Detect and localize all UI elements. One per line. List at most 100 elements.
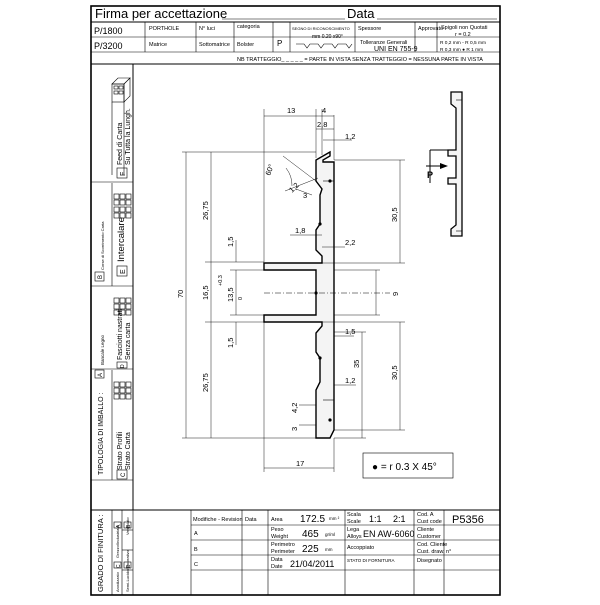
data-col-label: Data (245, 517, 258, 523)
dim-26-75-bot: 26,75 (201, 373, 210, 392)
tolleranze-norm: UNI EN 755-9 (374, 46, 418, 53)
dim-13-5: 13,5 (226, 287, 235, 302)
dim-16-5: 16,5 (201, 285, 210, 300)
cliente-label-1: Cliente (417, 527, 434, 533)
strato-letter-box (116, 469, 128, 480)
box-b-letter: B (98, 275, 104, 279)
feed-letter-box (116, 167, 128, 179)
dim-1-2-bot: 1,2 (345, 376, 355, 385)
finitura-c: Anodizzato (115, 571, 120, 592)
side-view-profile: P (426, 91, 463, 237)
dim-2-2: 2,2 (345, 238, 355, 247)
dim-30-5-top: 30,5 (390, 207, 399, 222)
tipologia-label: TIPOLOGIA DI IMBALLO : (98, 392, 105, 475)
dim-1-5-top: 1,5 (226, 237, 235, 247)
fasciotti-letter: D (120, 364, 126, 368)
dim-1-5-bot: 1,5 (226, 338, 235, 348)
matrice-label: Matrice (149, 42, 167, 48)
lega-label-1: Lega (347, 527, 360, 533)
paper-feed-icon (111, 77, 131, 175)
scala-value-2: 2:1 (393, 514, 406, 524)
spigoli-line2: R 0,3 mm ● R 1 mm (440, 47, 483, 53)
strato-label-1: Strato Profili (117, 431, 124, 470)
finishing-grid: A B C D (113, 521, 133, 571)
fasciotti-letter-box (116, 361, 128, 369)
feed-label-2: Su Tutta la Lungh. (125, 108, 132, 165)
side-profile-outline (447, 91, 463, 237)
riconoscimento-value: mm 0.20 x90° (312, 34, 343, 40)
profile-section (263, 150, 390, 439)
categoria-label: categoria (237, 24, 261, 30)
lega-value: EN AW-6060 (363, 529, 415, 539)
peso-label-1: Peso (271, 527, 284, 533)
dim-1-5-right: 1,5 (345, 327, 355, 336)
strato-label-2: Strato Carta (125, 432, 132, 470)
data-value: 21/04/2011 (290, 559, 334, 569)
dim-1-2: 1,2 (287, 181, 301, 195)
dim-13: 13 (287, 106, 295, 115)
intercalare-icon (113, 193, 132, 219)
finitura-letter-d: D (126, 564, 132, 568)
area-value: 172.5 (300, 514, 325, 525)
p-label: P (277, 39, 282, 48)
spigoli-r: r = 0.2 (455, 32, 471, 38)
bancale-label: Bancale Legno (100, 334, 105, 365)
recognition-mark-icon (296, 43, 353, 49)
bolster-label: Bolster (237, 42, 254, 48)
feed-letter: F (120, 172, 127, 176)
spigoli-line1: R 0,2 mm ◦ R 0,5 mm (440, 40, 486, 46)
perimetro-label-1: Perimetro (271, 542, 295, 548)
spessore-label: Spessore (358, 26, 381, 32)
data-label: Data (347, 6, 375, 21)
strato-letter: C (121, 472, 127, 477)
perimetro-label-2: Perimeter (271, 549, 295, 555)
scala-value-1: 1:1 (369, 514, 382, 524)
dim-tol-plus: +0.3 (218, 275, 224, 286)
disegnato-label: Disegnato (417, 558, 442, 564)
peso-label-2: Weight (271, 534, 288, 540)
title-block: Modifiche - Revision Data A B C Area 172… (132, 510, 500, 595)
radius-dot (328, 418, 332, 422)
approvato-label: Approvato (418, 26, 443, 32)
tolleranze-label: Tolleranze Generali (360, 40, 407, 46)
scala-label-2: Scale (347, 519, 361, 525)
dim-1-8: 1,8 (295, 226, 305, 235)
tratteggio-note: NB TRATTEGGIO_ _ _ _ _ = PARTE IN VISTA … (237, 57, 483, 63)
nluci-label: N° luci (199, 26, 215, 32)
peso-value: 465 (302, 529, 319, 540)
code-p1800: P/1800 (94, 26, 123, 36)
box-b (94, 271, 105, 282)
radius-dot (318, 222, 322, 226)
data-label-2: Date (271, 564, 283, 570)
grado-label: GRADO DI FINITURA : (96, 514, 105, 592)
dimension-labels: 13 4 2,8 1,2 60° 1,2 3 1,8 2,2 1,5 1,5 2… (176, 106, 400, 468)
area-label: Area (271, 517, 284, 523)
porthole-label: PORTHOLE (149, 26, 179, 32)
intercalare-label: Intercalare (116, 217, 127, 262)
cod-value: P5356 (452, 514, 484, 526)
feed-label-1: Feed di Carta (117, 122, 124, 165)
dim-3-bot: 3 (290, 427, 299, 431)
legend-text: ● = r 0.3 X 45° (372, 462, 437, 473)
dim-9: 9 (391, 292, 400, 296)
rev-a: A (194, 531, 198, 537)
dim-tol-minus: 0 (238, 297, 244, 300)
rev-b: B (194, 547, 198, 553)
data-label-1: Data (271, 557, 284, 563)
accoppiato-label: Accoppiato (347, 545, 374, 551)
peso-unit: gr/ml (325, 532, 335, 537)
dim-35: 35 (352, 360, 361, 368)
fasciotti-label-1: Fasciotti nastrati (117, 309, 124, 360)
dim-26-75-top: 26,75 (201, 201, 210, 220)
cod-cliente-label-1: Cod. Cliente (417, 542, 447, 548)
sottomatrice-label: Sottomatrice (199, 42, 230, 48)
left-panel: Feed di Carta Su Tutta la Lungh. F Inter… (91, 64, 500, 595)
finitura-letter-b: B (126, 524, 132, 528)
spigoli-label: Spigoli non Quotati (441, 25, 487, 31)
dim-30-5-bot: 30,5 (390, 365, 399, 380)
dim-70: 70 (176, 290, 185, 298)
dim-17: 17 (296, 459, 304, 468)
dim-angle-60: 60° (263, 163, 275, 177)
